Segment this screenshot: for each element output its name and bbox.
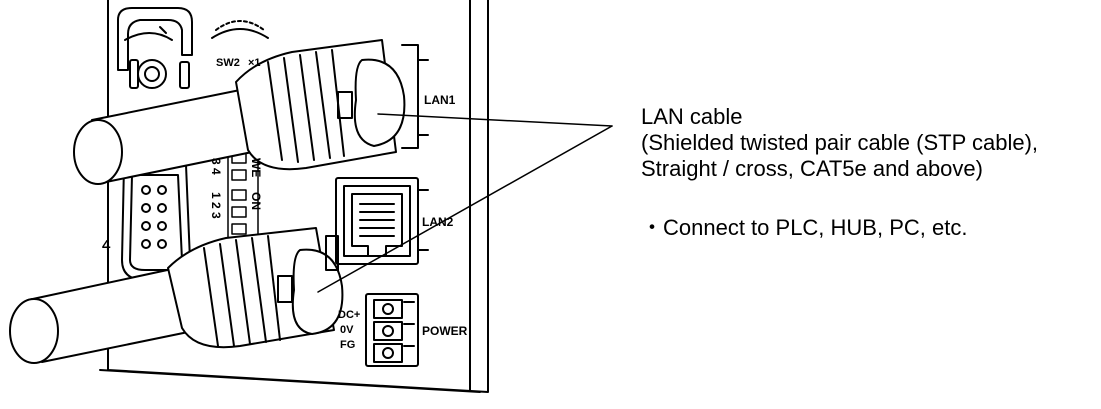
dip-bottom-tag: ON xyxy=(249,192,263,210)
dip-bottom-numbers: 1 2 3 xyxy=(209,192,223,219)
rotary-switch-sw2 xyxy=(211,20,270,68)
lan2-port xyxy=(335,177,429,265)
power-terminal-block xyxy=(365,293,419,367)
callout-leader-lines xyxy=(317,113,613,293)
dip-switch xyxy=(227,147,259,239)
lan-cable-lower xyxy=(9,227,344,364)
zero-v-label: 0V xyxy=(340,324,354,336)
callout-line-2: Straight / cross, CAT5e and above) xyxy=(641,156,983,181)
mounting-bracket xyxy=(117,7,193,71)
callout-note: ・Connect to PLC, HUB, PC, etc. xyxy=(641,215,968,240)
callout-line-1: (Shielded twisted pair cable (STP cable)… xyxy=(641,130,1039,155)
port-number-label: 4 xyxy=(102,237,111,254)
lan1-label: LAN1 xyxy=(424,93,456,107)
power-label: POWER xyxy=(422,324,468,338)
lan-cable-upper xyxy=(73,39,406,185)
dip-top-numbers: 3 4 xyxy=(209,158,223,175)
lan-cable-callout: LAN cable (Shielded twisted pair cable (… xyxy=(641,104,1038,241)
sw2-label: SW2 xyxy=(216,57,240,69)
lan2-label: LAN2 xyxy=(422,215,454,229)
lan1-port xyxy=(401,44,429,149)
dc-plus-label: DC+ xyxy=(338,309,360,321)
x1-label: ×1 xyxy=(248,57,261,69)
fg-label: FG xyxy=(340,339,355,351)
screw-icon xyxy=(129,59,190,89)
callout-title: LAN cable xyxy=(641,104,743,129)
dip-top-tag: WE xyxy=(249,158,263,177)
